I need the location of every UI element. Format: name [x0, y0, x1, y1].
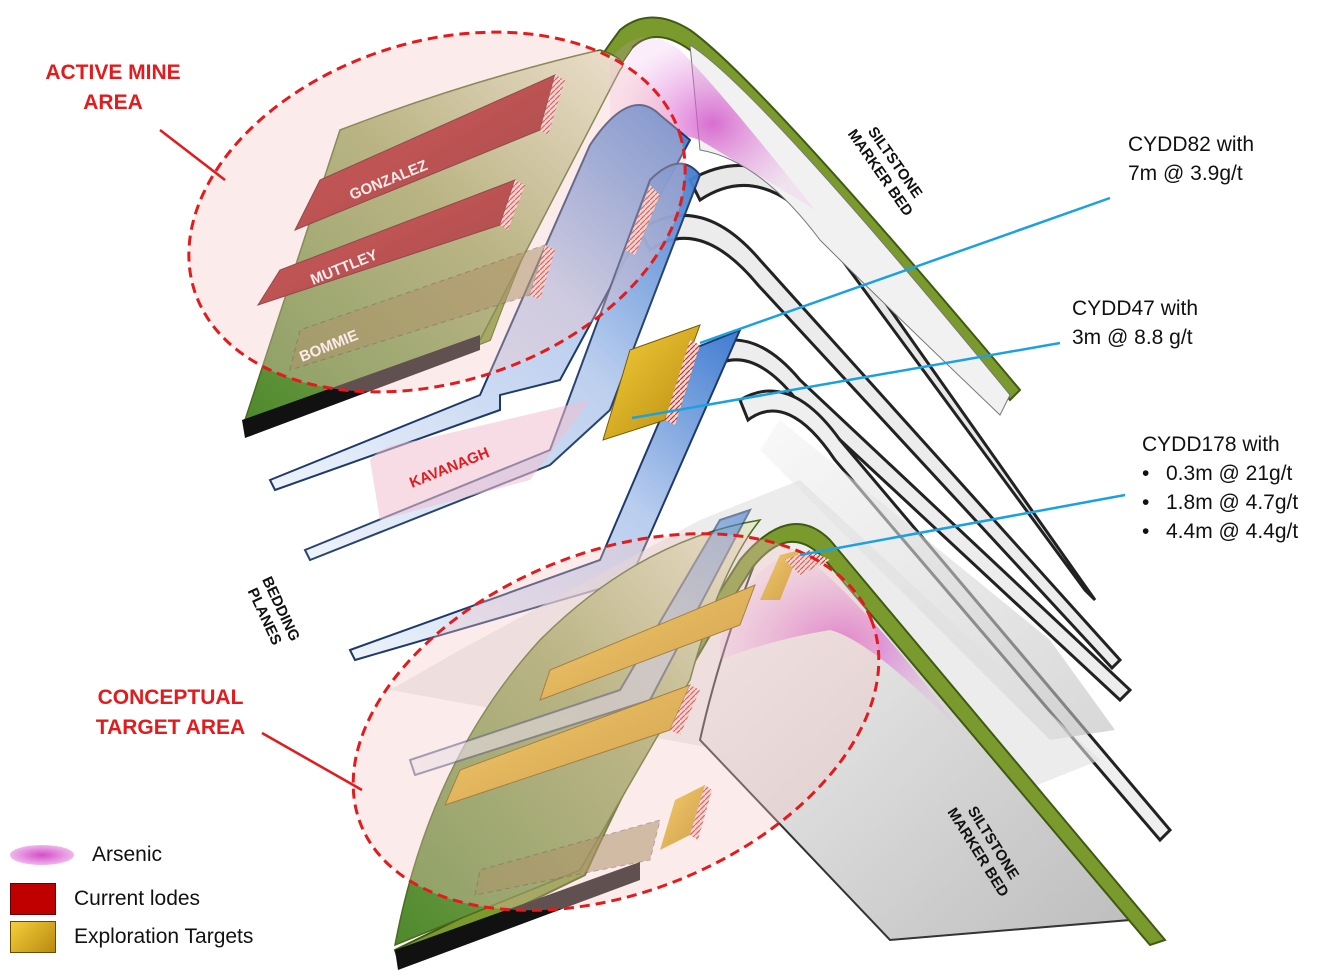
- cydd82-title: CYDD82 with: [1128, 133, 1255, 156]
- cydd178-result-3: 4.4m @ 4.4g/t: [1142, 517, 1298, 546]
- upper-blue-bedding: [268, 104, 742, 662]
- cydd47-result: 3m @ 8.8 g/t: [1072, 326, 1193, 349]
- arsenic-swatch: [10, 845, 74, 865]
- upper-arsenic-zone: [610, 37, 815, 211]
- cydd82-result: 7m @ 3.9g/t: [1128, 162, 1243, 185]
- conceptual-target-line-2: TARGET AREA: [95, 716, 246, 739]
- cydd82-callout: CYDD82 with 7m @ 3.9g/t: [1128, 130, 1254, 188]
- exploration-targets-swatch: [10, 921, 56, 953]
- cydd178-callout: CYDD178 with 0.3m @ 21g/t 1.8m @ 4.7g/t …: [1142, 430, 1298, 546]
- legend-exploration-targets: Exploration Targets: [10, 920, 253, 954]
- cydd82-leader: [699, 196, 1111, 345]
- upper-bedding-sheets: [638, 164, 1173, 843]
- active-mine-area-label: ACTIVE MINE AREA: [28, 58, 198, 118]
- cydd47-leader: [631, 341, 1061, 420]
- legend-arsenic: Arsenic: [10, 838, 162, 872]
- conceptual-target-area-outline: [351, 532, 881, 912]
- active-mine-area-line-1: ACTIVE MINE: [45, 61, 181, 84]
- cydd178-leader: [799, 493, 1126, 557]
- legend-exploration-targets-text: Exploration Targets: [74, 925, 254, 948]
- upper-exploration-target: [602, 324, 701, 441]
- cydd47-callout: CYDD47 with 3m @ 8.8 g/t: [1072, 294, 1198, 352]
- active-mine-area-outline: [187, 30, 687, 394]
- conceptual-target-area-label: CONCEPTUAL TARGET AREA: [78, 683, 263, 743]
- conceptual-target-line-1: CONCEPTUAL: [97, 686, 244, 709]
- cydd178-result-2: 1.8m @ 4.7g/t: [1142, 488, 1298, 517]
- lower-structure: [390, 480, 1167, 970]
- conceptual-target-pointer: [261, 731, 363, 792]
- cydd178-result-1: 0.3m @ 21g/t: [1142, 459, 1298, 488]
- legend-current-lodes-text: Current lodes: [74, 887, 201, 910]
- legend-arsenic-text: Arsenic: [92, 843, 163, 866]
- legend-current-lodes: Current lodes: [10, 882, 200, 916]
- current-lodes-swatch: [10, 883, 56, 915]
- cydd47-title: CYDD47 with: [1072, 297, 1199, 320]
- cydd178-title: CYDD178 with: [1142, 433, 1280, 456]
- upper-lodes: GONZALEZ MUTTLEY BOMMIE KAVANAGH: [256, 74, 660, 492]
- active-mine-area-line-2: AREA: [83, 91, 143, 114]
- cydd178-results-list: 0.3m @ 21g/t 1.8m @ 4.7g/t 4.4m @ 4.4g/t: [1142, 459, 1298, 546]
- active-mine-pointer: [159, 129, 226, 181]
